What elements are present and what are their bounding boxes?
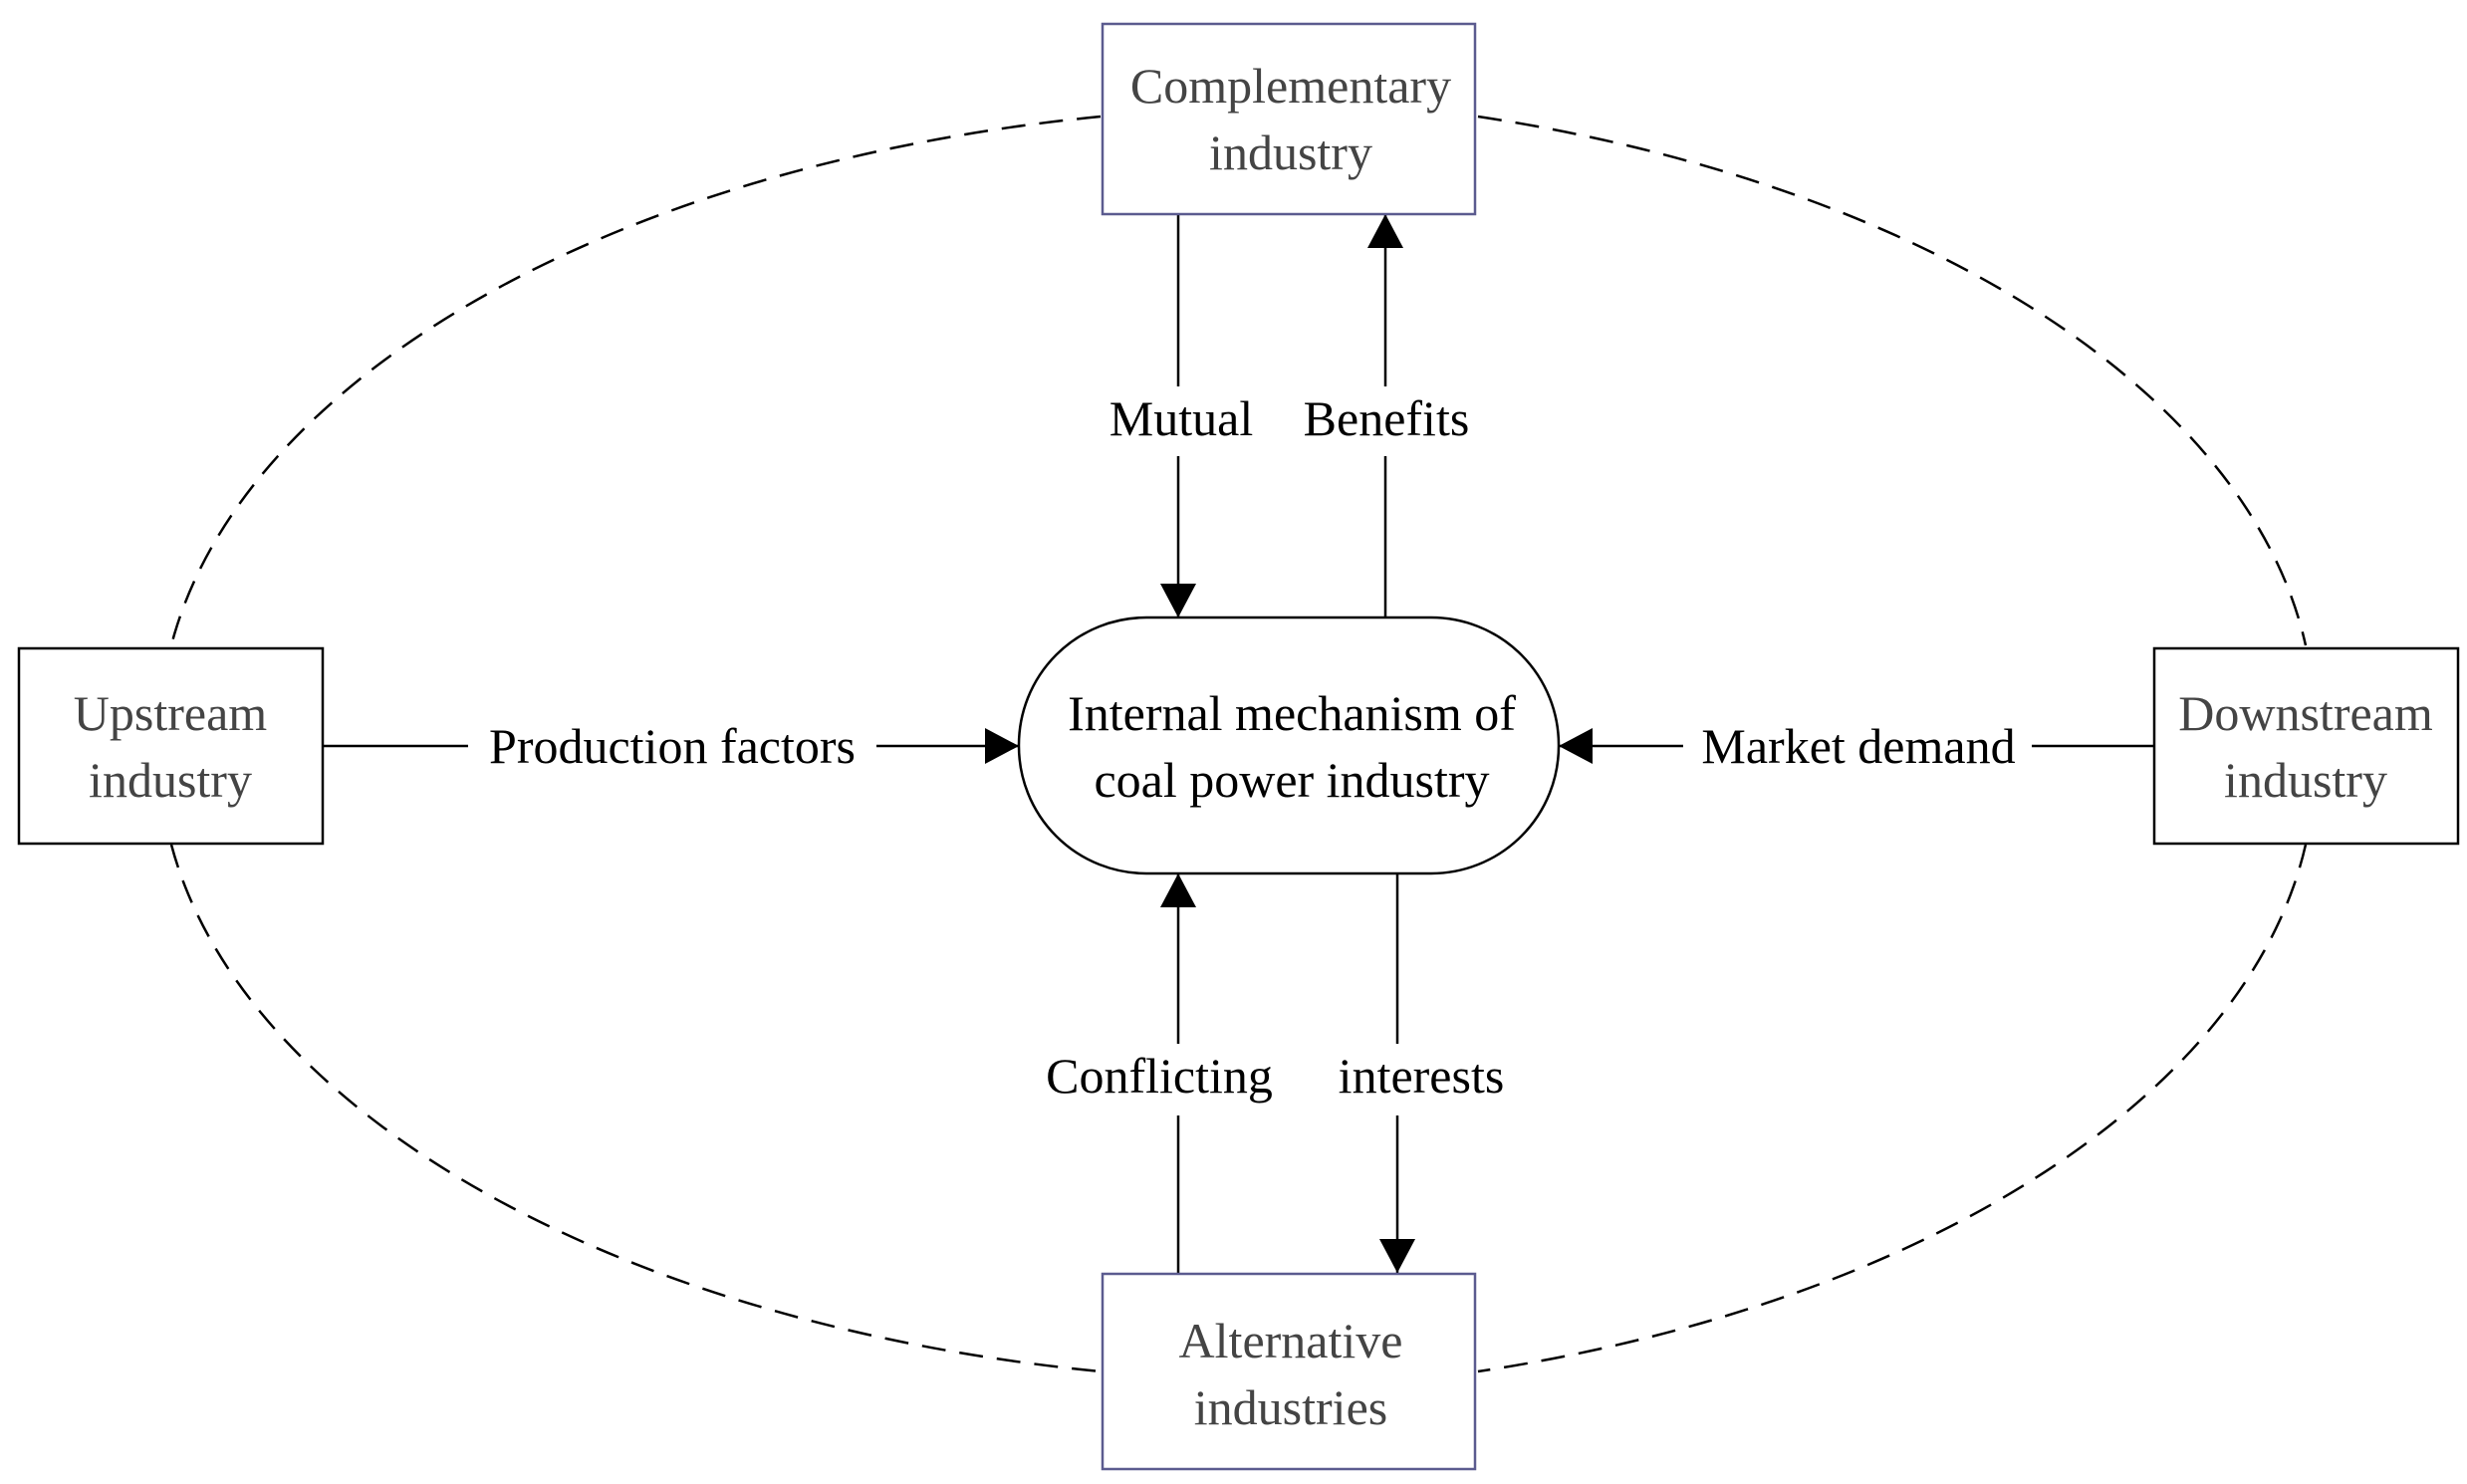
edge-label-production-factors: Production factors: [489, 718, 856, 774]
downstream-industry-label-line2: industry: [2224, 752, 2387, 808]
ellipse-arc-top-left: [169, 115, 1102, 646]
upstream-industry-label-line2: industry: [89, 752, 252, 808]
alternative-industries-box: [1101, 1272, 1477, 1471]
upstream-industry-label-line1: Upstream: [74, 685, 267, 741]
center-node: Internal mechanism of coal power industr…: [1017, 616, 1561, 875]
downstream-industry-node: Downstream industry: [2152, 646, 2460, 846]
ellipse-arc-top-right: [1477, 115, 2308, 646]
complementary-industry-label-line2: industry: [1209, 124, 1372, 180]
center-node-label-line1: Internal mechanism of: [1068, 685, 1516, 741]
complementary-industry-box: [1101, 22, 1477, 216]
alternative-industries-label-line2: industries: [1194, 1379, 1387, 1435]
complementary-industry-node: Complementary industry: [1101, 22, 1477, 216]
edge-label-benefits: Benefits: [1304, 390, 1470, 446]
connectors: [323, 214, 2154, 1273]
edge-label-interests: interests: [1339, 1048, 1505, 1104]
downstream-industry-box: [2152, 646, 2460, 846]
edge-labels: Mutual Benefits Production factors Marke…: [489, 390, 2016, 1104]
downstream-industry-label-line1: Downstream: [2178, 685, 2433, 741]
ellipse-arc-bottom-right: [1477, 844, 2308, 1373]
upstream-industry-node: Upstream industry: [17, 646, 325, 846]
alternative-industries-node: Alternative industries: [1101, 1272, 1477, 1471]
outer-dashed-ellipse: [169, 115, 2308, 1373]
complementary-industry-label-line1: Complementary: [1130, 58, 1451, 114]
center-node-shape: [1017, 616, 1561, 875]
center-node-label-line2: coal power industry: [1094, 752, 1489, 808]
edge-label-mutual: Mutual: [1110, 390, 1253, 446]
ellipse-arc-bottom-left: [169, 844, 1102, 1373]
edge-label-conflicting: Conflicting: [1046, 1048, 1273, 1104]
edge-label-market-demand: Market demand: [1701, 718, 2015, 774]
alternative-industries-label-line1: Alternative: [1179, 1313, 1403, 1368]
upstream-industry-box: [17, 646, 325, 846]
